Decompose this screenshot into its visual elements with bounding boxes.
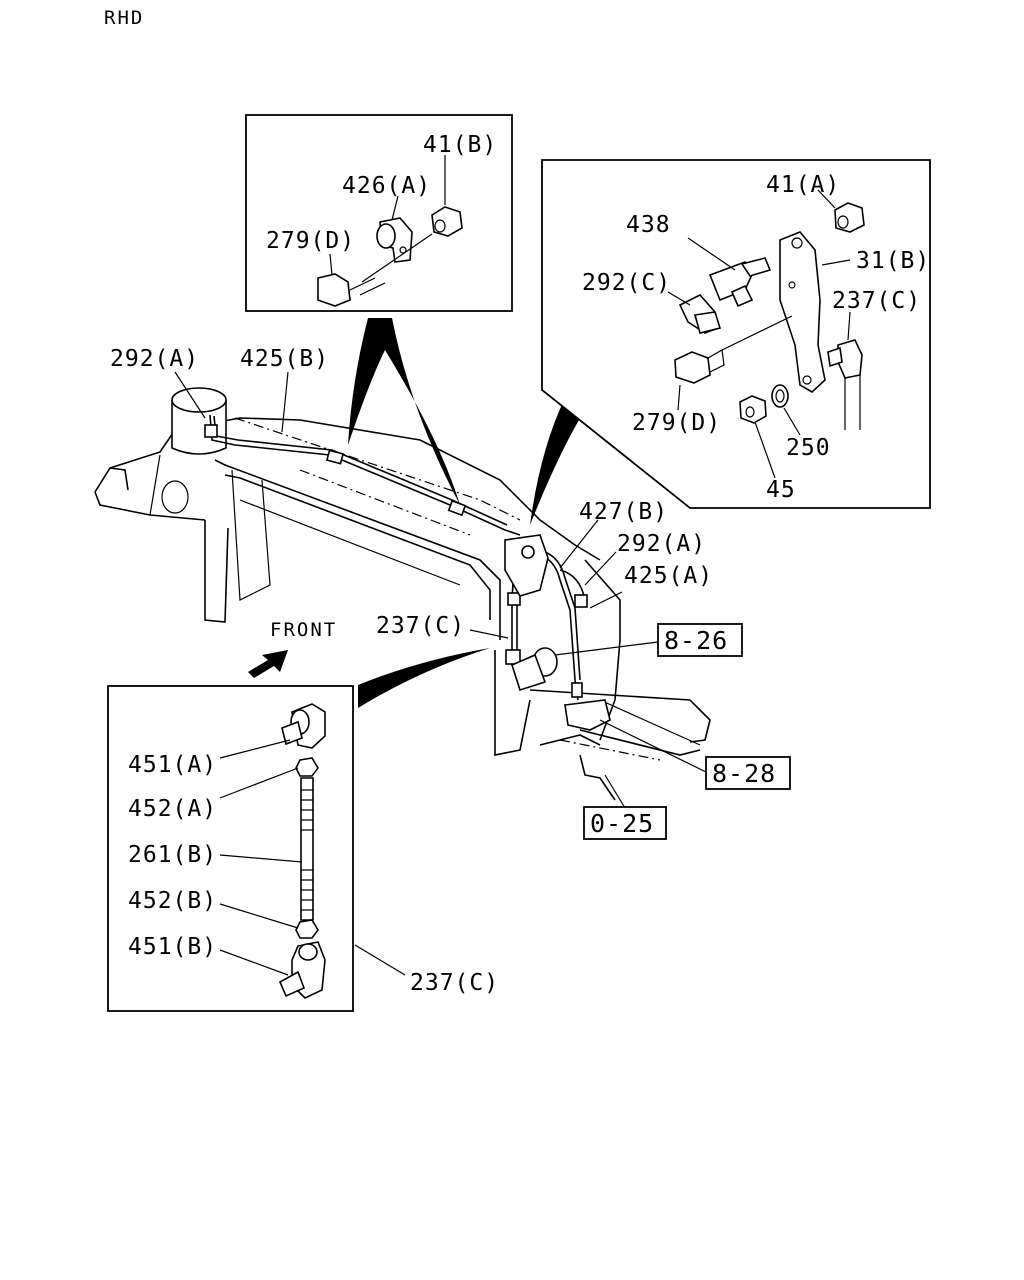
ref-0-25[interactable]: 0-25 [590,809,654,838]
callout-452b: 452(B) [128,888,217,914]
detail-top-parts [317,206,463,307]
ref-8-26[interactable]: 8-26 [664,626,728,655]
ref-box-0-25 [583,806,667,840]
callout-250: 250 [786,435,831,461]
callout-279d-right: 279(D) [632,410,721,436]
callout-292a-left: 292(A) [110,346,199,372]
pointer-wedge-bottom [358,648,490,708]
callout-292c: 292(C) [582,270,671,296]
callout-237c-bottom: 237(C) [410,970,499,996]
callout-438: 438 [626,212,671,238]
callout-426a: 426(A) [342,173,431,199]
callout-292a-mid: 292(A) [617,531,706,557]
pointer-wedge-right [530,398,585,525]
callout-261b: 261(B) [128,842,217,868]
ref-box-8-26 [657,623,743,657]
pointer-wedge-top [348,318,460,505]
callout-31b: 31(B) [856,248,930,274]
detail-box-right [541,159,931,509]
callout-451b: 451(B) [128,934,217,960]
front-label: FRONT [270,619,337,641]
callout-45: 45 [766,477,796,503]
callout-425b: 425(B) [240,346,329,372]
detail-box-top [245,114,513,312]
variant-label: RHD [104,7,144,29]
callout-41b: 41(B) [423,132,497,158]
callout-427b: 427(B) [579,499,668,525]
front-arrow-icon [248,650,288,678]
callout-451a: 451(A) [128,752,217,778]
ref-box-8-28 [705,756,791,790]
callout-41a: 41(A) [766,172,840,198]
detail-right-parts [674,202,865,430]
callout-237c-mid: 237(C) [376,613,465,639]
detail-bottom-parts [278,703,326,999]
brake-pipes [204,414,611,731]
callout-452a: 452(A) [128,796,217,822]
ref-8-28[interactable]: 8-28 [712,759,776,788]
callout-237c-right: 237(C) [832,288,921,314]
callout-279d-top: 279(D) [266,228,355,254]
callout-425a: 425(A) [624,563,713,589]
